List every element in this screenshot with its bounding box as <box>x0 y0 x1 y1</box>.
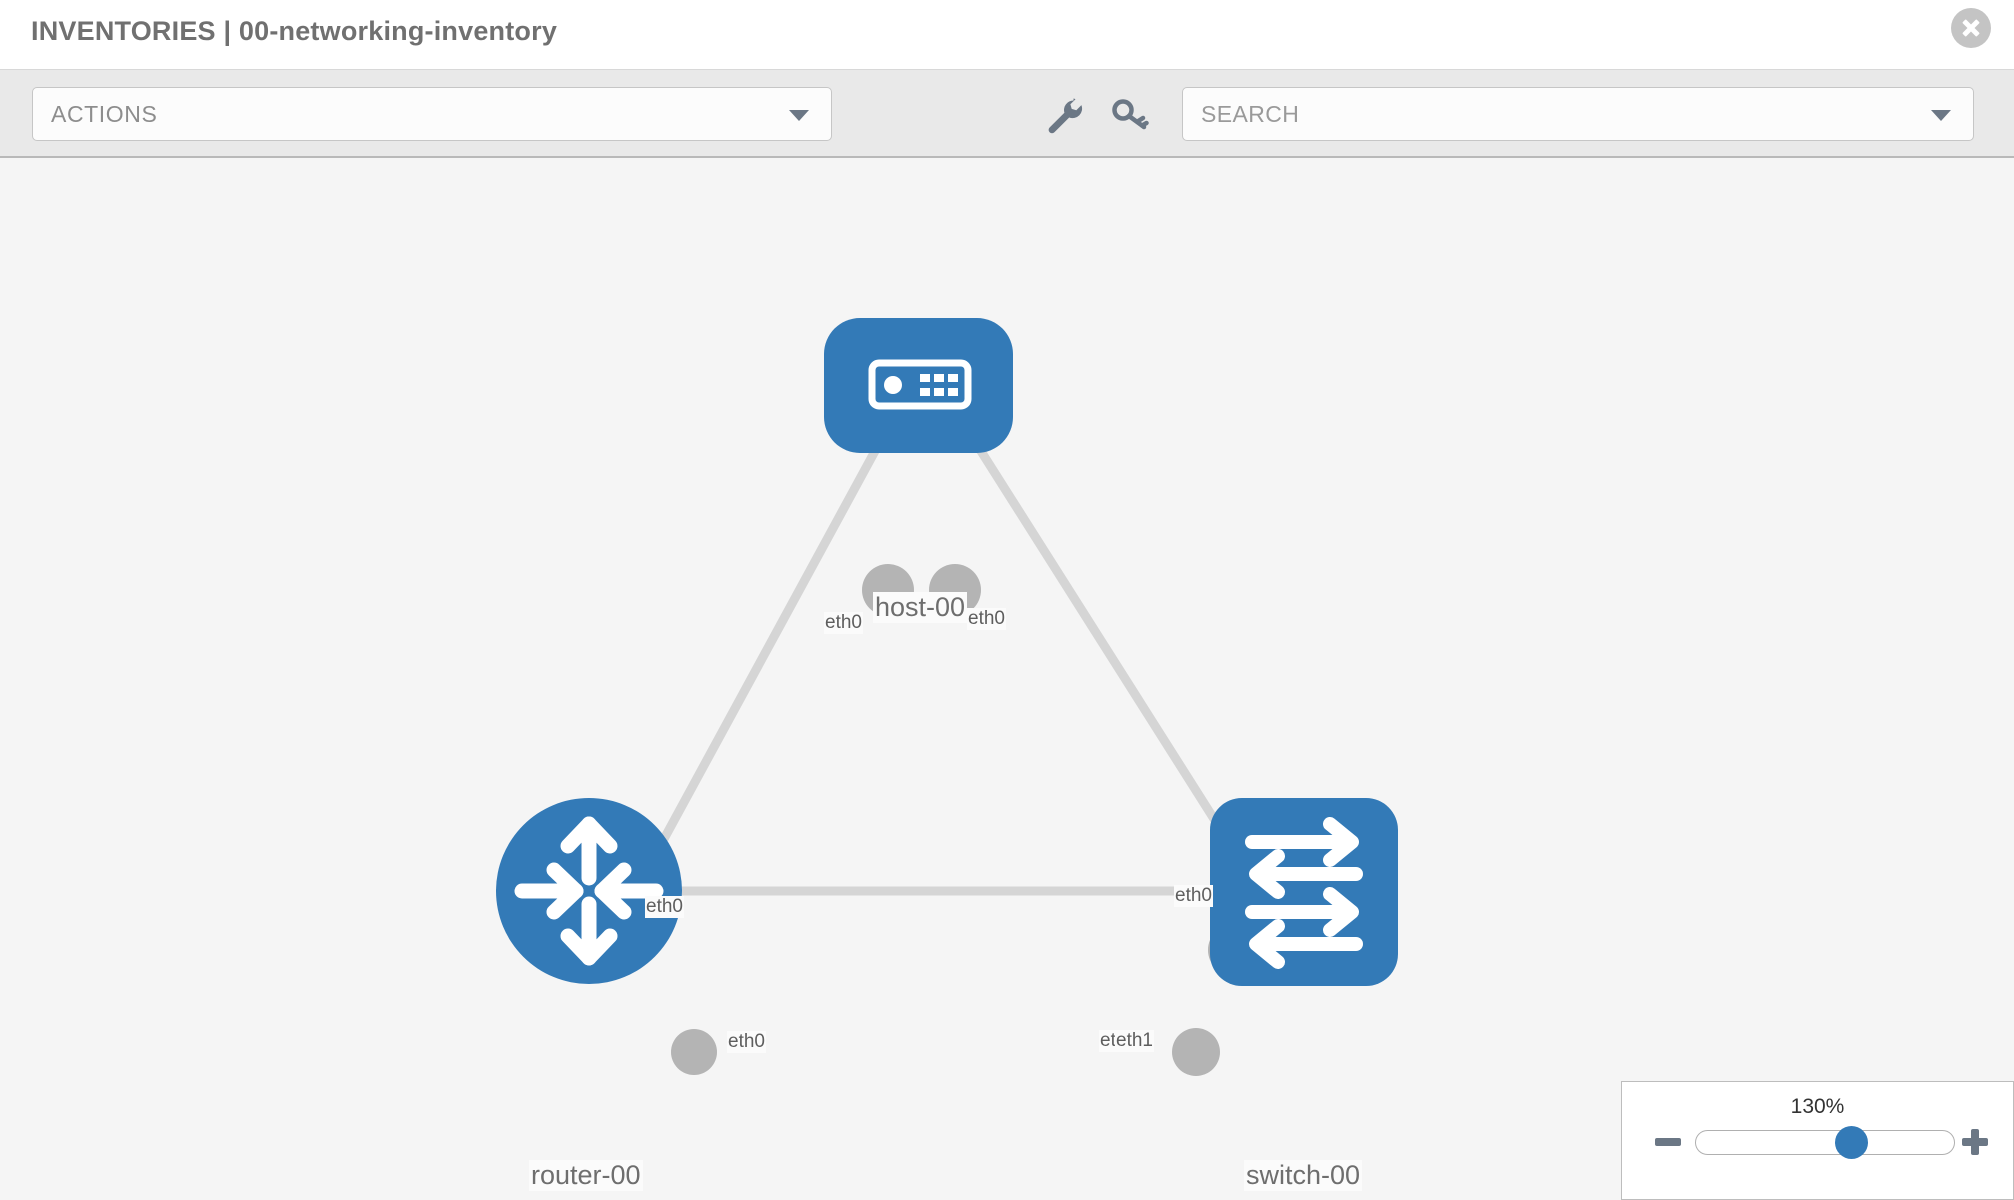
toolbar: ACTIONS SEARCH <box>0 70 2014 158</box>
actions-dropdown-label: ACTIONS <box>51 101 158 127</box>
zoom-control-panel: 130% <box>1621 1081 2014 1200</box>
wrench-icon[interactable] <box>1043 96 1085 136</box>
page-header: INVENTORIES | 00-networking-inventory <box>0 0 2014 70</box>
zoom-slider-thumb[interactable] <box>1834 1126 1868 1159</box>
search-input[interactable]: SEARCH <box>1182 87 1974 141</box>
iface-label-router-up: eth0 <box>645 896 684 918</box>
topology-connectors <box>671 564 1260 1076</box>
topology-canvas[interactable]: host-00 router-00 switch-00 eth0 eth0 et… <box>0 160 2014 1200</box>
key-icon[interactable] <box>1110 96 1152 136</box>
zoom-out-button[interactable] <box>1655 1138 1681 1146</box>
actions-dropdown[interactable]: ACTIONS <box>32 87 832 141</box>
node-label-switch-00: switch-00 <box>1244 1160 1363 1191</box>
topology-graph <box>496 318 1398 1076</box>
close-icon[interactable] <box>1951 8 1991 48</box>
node-label-host-00: host-00 <box>873 592 968 623</box>
iface-label-switch-up: eth0 <box>1174 885 1213 907</box>
link-host-switch[interactable] <box>956 415 1244 863</box>
iface-label-switch-left-b: eth1 <box>1115 1030 1154 1052</box>
search-placeholder: SEARCH <box>1201 101 1300 127</box>
link-router-host[interactable] <box>636 415 897 886</box>
iface-label-router-right: eth0 <box>727 1031 766 1053</box>
topology-links <box>636 415 1245 896</box>
node-host-00[interactable] <box>824 318 1013 453</box>
connector-router-right[interactable] <box>671 1029 717 1075</box>
node-router-00[interactable] <box>496 798 682 984</box>
iface-label-host-right: eth0 <box>967 608 1006 630</box>
zoom-slider-track[interactable] <box>1695 1130 1955 1155</box>
zoom-in-button[interactable] <box>1961 1128 1989 1156</box>
search-chevron-down-icon[interactable] <box>1931 110 1951 121</box>
iface-label-host-left: eth0 <box>824 612 863 634</box>
page-title: INVENTORIES | 00-networking-inventory <box>31 16 558 46</box>
node-switch-00[interactable] <box>1210 798 1398 986</box>
zoom-level-label: 130% <box>1790 1095 1845 1118</box>
connector-switch-left[interactable] <box>1172 1028 1220 1076</box>
node-label-router-00: router-00 <box>529 1160 643 1191</box>
chevron-down-icon <box>789 110 809 121</box>
